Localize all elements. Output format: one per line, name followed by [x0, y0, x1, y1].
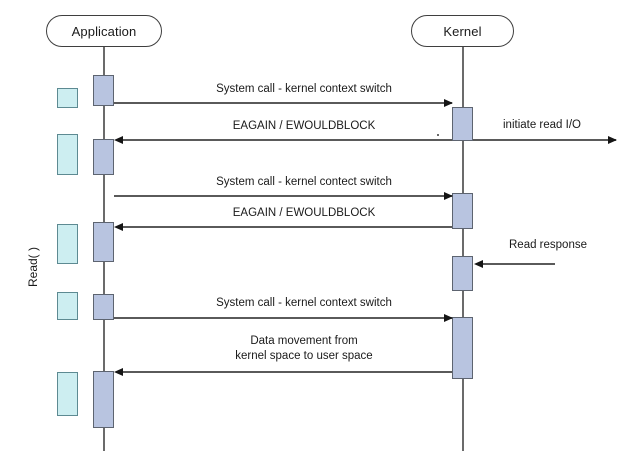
- message-line-5: [122, 226, 452, 228]
- activation-application-5: [93, 371, 114, 428]
- message-line-1: [114, 102, 452, 104]
- activation-application-4: [93, 294, 114, 320]
- message-label-7: System call - kernel context switch: [216, 297, 392, 309]
- message-line-4: [114, 195, 452, 197]
- message-line-6: [482, 263, 555, 265]
- message-line-8: [122, 371, 452, 373]
- state-box-5: [57, 372, 78, 416]
- message-label-8-line2: kernel space to user space: [235, 350, 373, 362]
- lifeline-head-kernel-label: Kernel: [443, 23, 482, 39]
- message-label-3: initiate read I/O: [503, 119, 581, 131]
- message-arrowhead-6: [474, 259, 483, 268]
- message-arrowhead-7: [444, 313, 453, 322]
- group-label-read: Read( ): [26, 246, 40, 287]
- message-label-6: Read response: [509, 239, 587, 251]
- state-box-1: [57, 88, 78, 108]
- activation-kernel-2: [452, 193, 473, 229]
- lifeline-stem-kernel: [462, 47, 464, 451]
- state-box-4: [57, 292, 78, 320]
- activation-application-2: [93, 139, 114, 175]
- activation-kernel-4: [452, 317, 473, 379]
- message-label-5: EAGAIN / EWOULDBLOCK: [232, 207, 376, 219]
- state-box-2: [57, 134, 78, 175]
- message-line-7: [114, 317, 452, 319]
- stray-dot-artifact: [437, 134, 439, 136]
- message-arrowhead-4: [444, 191, 453, 200]
- activation-kernel-1: [452, 107, 473, 141]
- message-label-1: System call - kernel context switch: [216, 83, 392, 95]
- activation-kernel-3: [452, 256, 473, 291]
- message-line-2: [122, 139, 452, 141]
- message-arrowhead-1: [444, 98, 453, 107]
- lifeline-head-application[interactable]: Application: [46, 15, 162, 47]
- message-label-8-line1: Data movement from: [250, 335, 358, 347]
- message-arrowhead-3: [608, 135, 617, 144]
- message-label-4: System call - kernel contect switch: [216, 176, 392, 188]
- message-line-3: [473, 139, 616, 141]
- state-box-3: [57, 224, 78, 264]
- message-label-2: EAGAIN / EWOULDBLOCK: [232, 120, 376, 132]
- lifeline-head-kernel[interactable]: Kernel: [411, 15, 514, 47]
- activation-application-1: [93, 75, 114, 106]
- message-arrowhead-8: [114, 367, 123, 376]
- message-arrowhead-5: [114, 222, 123, 231]
- message-arrowhead-2: [114, 135, 123, 144]
- lifeline-head-application-label: Application: [71, 23, 137, 39]
- activation-application-3: [93, 222, 114, 262]
